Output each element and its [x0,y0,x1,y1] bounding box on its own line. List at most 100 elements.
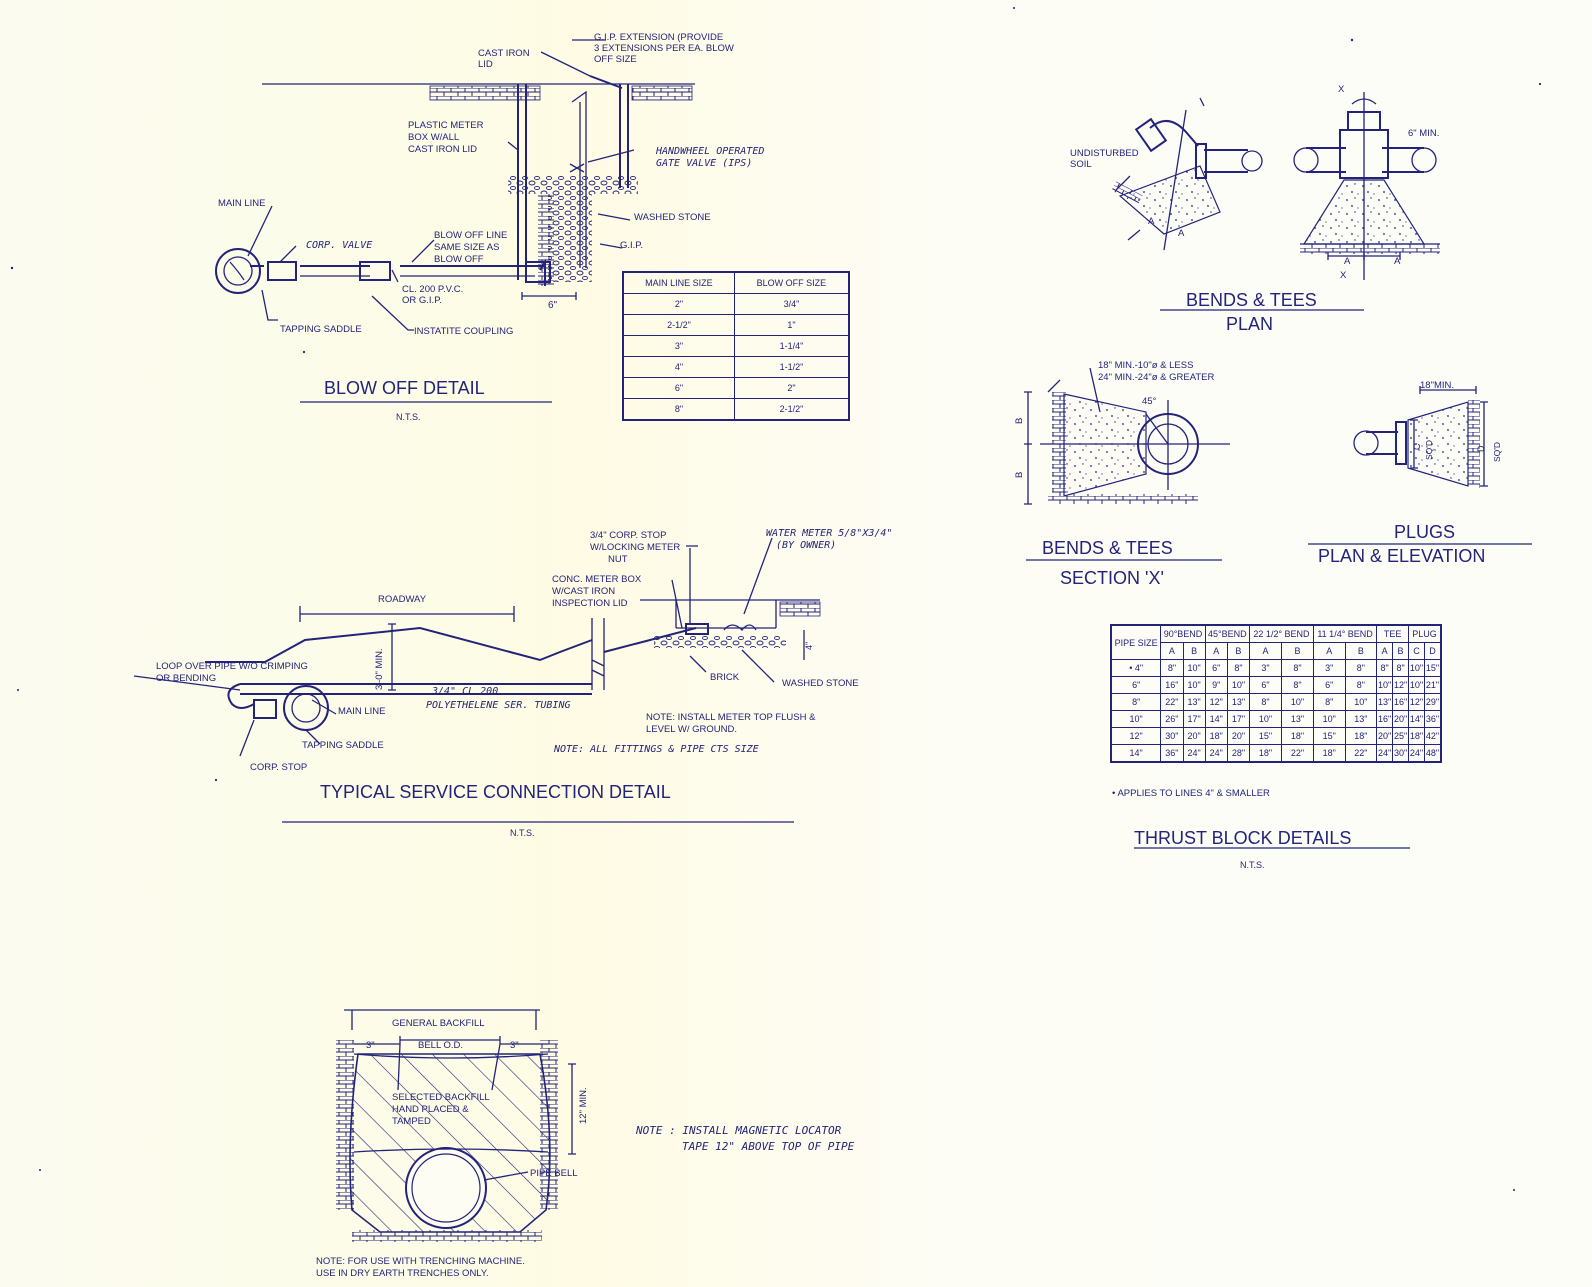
table-cell: 30" [1160,727,1184,745]
label-depth: 3'-0" MIN. [374,648,385,690]
sub-header-cell: C [1408,642,1425,660]
table-row: 2-1/2"1" [622,314,850,336]
table-row: 10"26"17"14"17"10"13"10"13"16"20"14"36" [1110,710,1442,728]
blow-off-detail [215,39,695,403]
sub-header-cell: A [1249,642,1282,660]
table-cell: 8" [1376,659,1394,677]
table-cell: 13" [1376,693,1394,711]
label-dim-4: 4" [804,642,814,650]
label-main-line: MAIN LINE [218,198,266,209]
header-11-bend: 11 1/4° BEND [1312,624,1378,643]
table-cell: 18" [1408,727,1425,745]
table-cell: 18" [1204,727,1228,745]
table-cell: 48" [1423,744,1442,763]
table-row: • 4"8"10"6"8"3"8"3"8"8"8"10"15" [1110,659,1442,677]
label-plug-d: D [1476,445,1486,452]
table-cell: 13" [1182,693,1206,711]
sub-header-cell: A [1312,642,1346,660]
plugs-title: PLUGS [1394,522,1455,542]
table-cell: 24" [1182,744,1206,763]
header-blow-off-size: BLOW OFF SIZE [733,271,850,294]
table-row: 14"36"24"24"28"18"22"18"22"24"30"24"48" [1110,744,1442,763]
table-cell: 10" [1280,693,1314,711]
table-cell: 10" [1312,710,1346,728]
table-cell: 15" [1312,727,1346,745]
table-cell: 13" [1344,710,1378,728]
label-instatite-coupling: INSTATITE COUPLING [414,326,513,337]
plugs-detail [1308,386,1532,545]
label-roadway: ROADWAY [378,594,427,605]
table-cell: 24" [1204,744,1228,763]
table-cell: 8" [1344,676,1378,694]
sub-header-cell: B [1226,642,1251,660]
label-tapping-saddle: TAPPING SADDLE [280,324,362,335]
table-cell: 8" [1160,659,1184,677]
table-cell: 10" [1344,693,1378,711]
bends-section-subtitle: SECTION 'X' [1060,568,1164,588]
sub-header-cell: B [1182,642,1206,660]
table-cell: 1-1/2" [733,356,850,378]
table-cell: 8" [1392,659,1409,677]
label-plug-min: 18"MIN. [1420,380,1454,391]
service-scale: N.T.S. [510,828,535,838]
label-a-bend-left: A [1148,216,1155,227]
table-cell: 36" [1160,744,1184,763]
table-cell: 29" [1423,693,1442,711]
label-a-tee-right: A [1394,256,1401,267]
sub-header-cell: B [1344,642,1378,660]
thrust-title: THRUST BLOCK DETAILS [1134,828,1351,848]
blow-off-title: BLOW OFF DETAIL [324,378,485,398]
table-cell: 2" [622,293,735,315]
label-plug-d-sqd: SQ'D [1492,442,1502,462]
sub-header-cell: A [1376,642,1394,660]
label-washed-stone: WASHED STONE [634,212,711,223]
table-cell: 12" [1408,693,1425,711]
label-angle: 45° [1142,396,1157,407]
table-cell: 6" [1110,676,1162,694]
table-cell: 16" [1160,676,1184,694]
table-cell: 20" [1182,727,1206,745]
table-cell: 12" [1110,727,1162,745]
table-cell: 2-1/2" [622,314,735,336]
service-title: TYPICAL SERVICE CONNECTION DETAIL [320,782,671,802]
plugs-subtitle: PLAN & ELEVATION [1318,546,1485,566]
table-cell: 8" [1249,693,1282,711]
table-cell: 3" [622,335,735,357]
service-note-fittings: NOTE: ALL FITTINGS & PIPE CTS SIZE [553,744,759,755]
table-row: 8"2-1/2" [622,398,850,421]
sub-header-cell: A [1204,642,1228,660]
service-connection-detail [133,537,821,823]
table-header-row: MAIN LINE SIZE BLOW OFF SIZE [622,271,850,294]
table-row: 3"1-1/4" [622,335,850,357]
table-cell: 13" [1280,710,1314,728]
paper-specks [10,7,1542,1191]
table-cell: 6" [1249,676,1282,694]
header-45-bend: 45°BEND [1204,624,1251,643]
label-corp-stop: CORP. STOP [250,762,307,773]
table-cell: 10" [1182,676,1206,694]
table-cell: 22" [1160,693,1184,711]
table-cell: 8" [1280,676,1314,694]
label-service-main-line: MAIN LINE [338,706,386,717]
header-22-bend: 22 1/2° BEND [1249,624,1314,643]
table-cell: 10" [1408,659,1425,677]
table-cell: 14" [1110,744,1162,763]
table-cell: 36" [1423,710,1442,728]
label-bell-od: BELL O.D. [418,1040,463,1051]
trench-note: NOTE: FOR USE WITH TRENCHING MACHINE.USE… [316,1256,525,1279]
table-cell: 1" [733,314,850,336]
table-cell: 24" [1408,744,1425,763]
table-cell: 14" [1408,710,1425,728]
table-cell: 10" [1249,710,1282,728]
sub-header-cell: A [1160,642,1184,660]
label-service-washed-stone: WASHED STONE [782,678,859,689]
